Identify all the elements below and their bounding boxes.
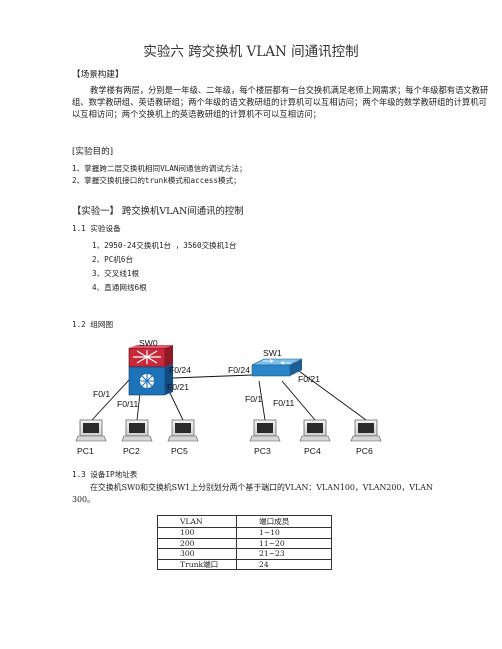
table-row: Trunk端口 24: [157, 558, 332, 570]
port-label-sw1-f024: F0/24: [228, 365, 250, 375]
pc3-icon: [249, 419, 281, 442]
port-label-sw0-f011: F0/11: [117, 399, 139, 409]
table-header-port-members: 端口成员: [236, 515, 332, 528]
table-header-row: VLAN 端口成员: [157, 515, 332, 528]
port-label-sw1-f021: F0/21: [298, 374, 320, 384]
objective-item-1: 1、掌握跨二层交换机相同VLAN间通信的调试方法；: [72, 164, 247, 173]
equipment-item-2: 2、PC机6台: [92, 255, 134, 264]
sw0-label: SW0: [139, 338, 158, 348]
section-1-2-heading: 1.2 组网图: [72, 320, 114, 329]
pc5-icon: [167, 419, 199, 442]
link-sw0-sw1: [172, 374, 253, 379]
equipment-item-4: 4、直通网线6根: [92, 283, 147, 292]
network-links: [91, 370, 367, 421]
equipment-item-1: 1、2950-24交换机1台 ，3560交换机1台: [92, 241, 237, 250]
section-1-3-heading: 1.3 设备IP地址表: [72, 470, 138, 479]
port-label-sw0-f024: F0/24: [169, 365, 191, 375]
pc4-icon: [299, 419, 331, 442]
scenario-heading: 【场景构建】: [72, 70, 124, 80]
table-cell-vlan: Trunk端口: [157, 558, 237, 570]
pc3-label: PC3: [254, 446, 271, 456]
table-cell-vlan: 200: [157, 537, 237, 549]
sw0-switch-icon: [128, 345, 173, 396]
table-header-vlan: VLAN: [157, 515, 237, 528]
pc2-label: PC2: [123, 446, 140, 456]
section-1-3-paragraph: 在交换机SW0和交换机SW1上分别划分两个基于端口的VLAN：VLAN100，V…: [72, 483, 433, 504]
port-label-sw1-f01: F0/1: [245, 394, 262, 404]
pc5-label: PC5: [171, 446, 188, 456]
table-row: 300 21~23: [157, 548, 332, 560]
experiment-1-heading: 【实验一】 跨交换机VLAN间通讯的控制: [72, 206, 244, 217]
equipment-item-3: 3、交叉线1根: [92, 269, 140, 278]
pc4-label: PC4: [304, 446, 321, 456]
link-sw0-pc5: [168, 390, 184, 421]
port-label-sw0-f01: F0/1: [93, 389, 110, 399]
pc2-icon: [121, 419, 153, 442]
pc1-icon: [75, 419, 107, 442]
table-cell-ports: 24: [236, 558, 332, 570]
link-sw0-pc1: [91, 379, 130, 421]
link-sw1-pc4: [281, 380, 316, 421]
table-row: 100 1~10: [157, 527, 332, 539]
table-cell-ports: 11~20: [236, 537, 332, 549]
link-sw1-pc3: [258, 380, 266, 421]
table-cell-ports: 1~10: [236, 527, 332, 539]
table-cell-vlan: 100: [157, 527, 237, 539]
network-topology-diagram: SW0 SW1 F0/24 F0/24 F0/21 F0/21 F0/1 F0/…: [75, 338, 382, 456]
table-cell-ports: 21~23: [236, 548, 332, 560]
table-cell-vlan: 300: [157, 548, 237, 560]
objective-heading: [实验目的]: [72, 147, 114, 157]
link-sw1-pc6: [298, 370, 367, 421]
sw1-label: SW1: [263, 348, 282, 358]
port-label-sw1-f011: F0/11: [273, 398, 295, 408]
section-1-1-heading: 1.1 实验设备: [72, 224, 121, 233]
pc6-label: PC6: [356, 446, 373, 456]
table-row: 200 11~20: [157, 537, 332, 549]
scenario-paragraph: 教学楼有两层，分别是一年级、二年级，每个楼层都有一台交换机满足老师上网需求；每个…: [72, 85, 489, 119]
objective-item-2: 2、掌握交换机接口的trunk模式和access模式；: [72, 176, 241, 185]
link-sw0-pc2: [136, 392, 141, 421]
vlan-port-table: VLAN 端口成员 100 1~10 200 11~20 300 21~23 T…: [157, 515, 332, 570]
pc1-label: PC1: [77, 446, 94, 456]
pc6-icon: [350, 419, 382, 442]
document-title: 实验六 跨交换机 VLAN 间通讯控制: [143, 44, 359, 60]
port-label-sw0-f021: F0/21: [167, 382, 189, 392]
sw1-switch-icon: [251, 358, 303, 377]
